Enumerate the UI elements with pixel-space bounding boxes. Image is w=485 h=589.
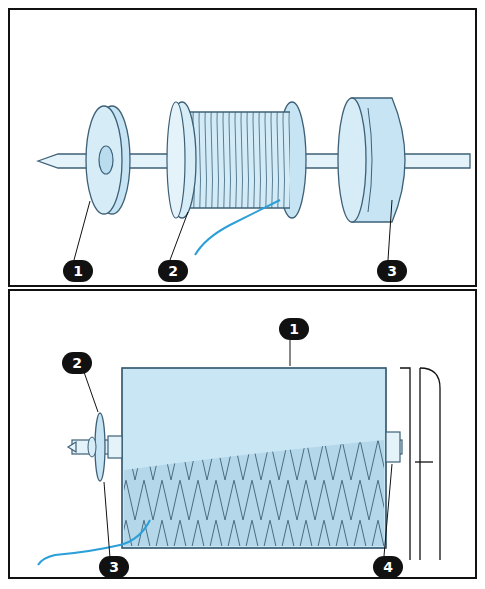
callout-number: 3 xyxy=(99,556,129,578)
callout-number: 3 xyxy=(377,260,407,282)
callout-number: 4 xyxy=(373,556,403,578)
callout-number: 2 xyxy=(62,352,92,374)
callout-number: 1 xyxy=(63,260,93,282)
callout-number: 1 xyxy=(279,318,309,340)
callout-number: 2 xyxy=(158,260,188,282)
